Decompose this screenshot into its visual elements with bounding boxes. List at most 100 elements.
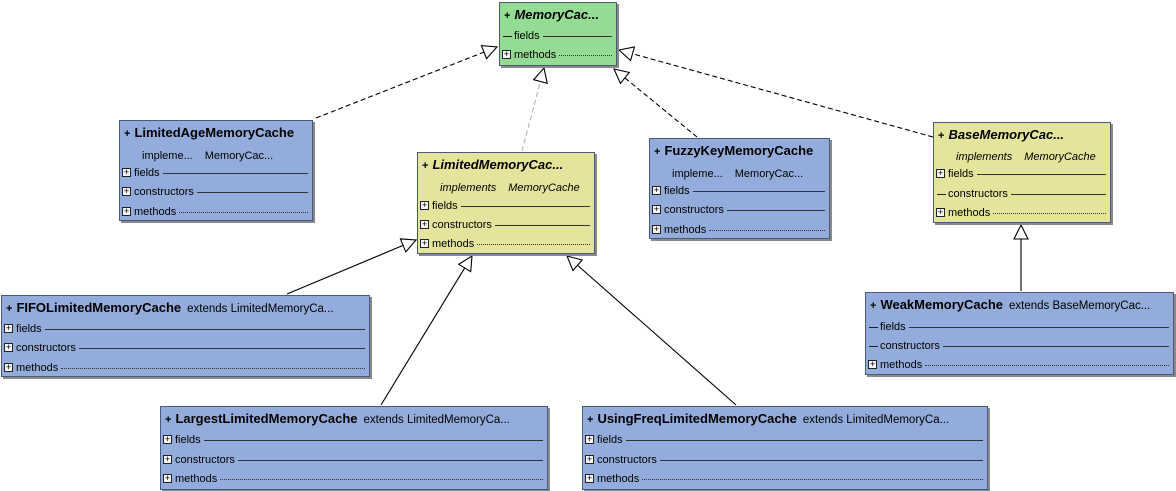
section-label: methods — [134, 206, 177, 218]
section-label: methods — [175, 473, 218, 485]
section-methods[interactable]: +methods — [868, 358, 1171, 372]
section-methods[interactable]: +methods — [420, 237, 592, 251]
expand-plus-icon[interactable]: + — [163, 454, 172, 464]
expand-plus-icon[interactable]: + — [585, 473, 594, 483]
class-name: MemoryCac... — [514, 7, 599, 22]
section-label: constructors — [432, 219, 492, 231]
section-divider — [1011, 194, 1106, 195]
extends-target: LimitedMemoryCa... — [230, 303, 334, 315]
section-label: methods — [16, 362, 59, 374]
section-fields[interactable]: +fields — [420, 199, 592, 213]
section-fields[interactable]: +fields — [163, 433, 545, 447]
realization-line-limitedage-to-memorycache — [315, 51, 485, 119]
section-constructors[interactable]: +constructors — [163, 453, 545, 467]
section-methods[interactable]: +methods — [936, 206, 1108, 220]
expand-plus-icon[interactable]: + — [502, 49, 511, 59]
section-label: methods — [597, 473, 640, 485]
expand-plus-icon[interactable]: + — [163, 434, 172, 444]
expand-plus-icon[interactable]: + — [585, 434, 594, 444]
section-label: methods — [514, 49, 557, 61]
section-methods[interactable]: +methods — [122, 205, 310, 219]
section-divider — [909, 327, 1169, 328]
section-constructors[interactable]: constructors — [936, 187, 1108, 201]
expand-plus-icon[interactable]: + — [122, 206, 131, 216]
section-label: fields — [664, 185, 690, 197]
hollow-arrowhead-icon — [480, 44, 499, 60]
visibility-public-icon: + — [422, 160, 429, 172]
section-fields[interactable]: fields — [502, 29, 614, 43]
extends-clause: extends BaseMemoryCac... — [1009, 300, 1150, 312]
section-fields[interactable]: fields — [868, 320, 1171, 334]
generalization-line-largest-to-limitedmemory — [380, 267, 466, 406]
expand-plus-icon[interactable]: + — [868, 359, 877, 369]
class-title: +BaseMemoryCac... — [938, 127, 1064, 144]
implements-target: MemoryCache — [1024, 151, 1096, 163]
section-label: constructors — [597, 454, 657, 466]
expand-plus-icon[interactable]: + — [652, 224, 661, 234]
section-label: methods — [948, 207, 991, 219]
section-constructors[interactable]: +constructors — [122, 185, 310, 199]
section-methods[interactable]: +methods — [163, 472, 545, 486]
tree-connector — [503, 36, 512, 37]
section-label: constructors — [134, 186, 194, 198]
expand-plus-icon[interactable]: + — [420, 200, 429, 210]
expand-plus-icon[interactable]: + — [652, 185, 661, 195]
implements-clause: impleme...MemoryCac... — [142, 149, 273, 163]
section-constructors[interactable]: +constructors — [585, 453, 985, 467]
expand-plus-icon[interactable]: + — [4, 362, 13, 372]
visibility-public-icon: + — [504, 10, 511, 22]
class-box-memorycache[interactable]: +MemoryCac...fields+methods — [499, 2, 617, 66]
expand-plus-icon[interactable]: + — [936, 207, 945, 217]
expand-plus-icon[interactable]: + — [585, 454, 594, 464]
section-divider — [238, 460, 543, 461]
section-methods[interactable]: +methods — [585, 472, 985, 486]
section-methods[interactable]: +methods — [502, 48, 614, 62]
expand-plus-icon[interactable]: + — [420, 219, 429, 229]
section-constructors[interactable]: +constructors — [652, 203, 827, 217]
implements-keyword: impleme... — [672, 168, 723, 180]
section-divider — [163, 173, 308, 174]
section-divider — [495, 225, 590, 226]
section-fields[interactable]: +fields — [652, 184, 827, 198]
section-fields[interactable]: +fields — [4, 322, 367, 336]
expand-plus-icon[interactable]: + — [4, 342, 13, 352]
class-title: +FuzzyKeyMemoryCache — [654, 143, 813, 160]
section-fields[interactable]: +fields — [122, 166, 310, 180]
visibility-public-icon: + — [165, 414, 172, 426]
expand-plus-icon[interactable]: + — [420, 238, 429, 248]
extends-keyword: extends — [802, 414, 844, 426]
section-methods[interactable]: +methods — [652, 223, 827, 237]
expand-plus-icon[interactable]: + — [4, 323, 13, 333]
section-label: fields — [948, 168, 974, 180]
section-divider — [642, 479, 983, 480]
section-fields[interactable]: +fields — [585, 433, 985, 447]
class-name: FIFOLimitedMemoryCache — [16, 300, 182, 315]
extends-clause: extends LimitedMemoryCa... — [187, 303, 333, 315]
expand-plus-icon[interactable]: + — [122, 186, 131, 196]
section-constructors[interactable]: +constructors — [4, 341, 367, 355]
section-constructors[interactable]: constructors — [868, 339, 1171, 353]
class-name: BaseMemoryCac... — [948, 127, 1065, 142]
expand-plus-icon[interactable]: + — [652, 204, 661, 214]
expand-plus-icon[interactable]: + — [163, 473, 172, 483]
section-label: constructors — [664, 204, 724, 216]
section-methods[interactable]: +methods — [4, 361, 367, 375]
expand-plus-icon[interactable]: + — [122, 167, 131, 177]
section-divider — [477, 244, 590, 245]
section-divider — [727, 210, 825, 211]
section-constructors[interactable]: +constructors — [420, 218, 592, 232]
expand-plus-icon[interactable]: + — [936, 168, 945, 178]
section-fields[interactable]: +fields — [936, 167, 1108, 181]
visibility-public-icon: + — [938, 130, 945, 142]
